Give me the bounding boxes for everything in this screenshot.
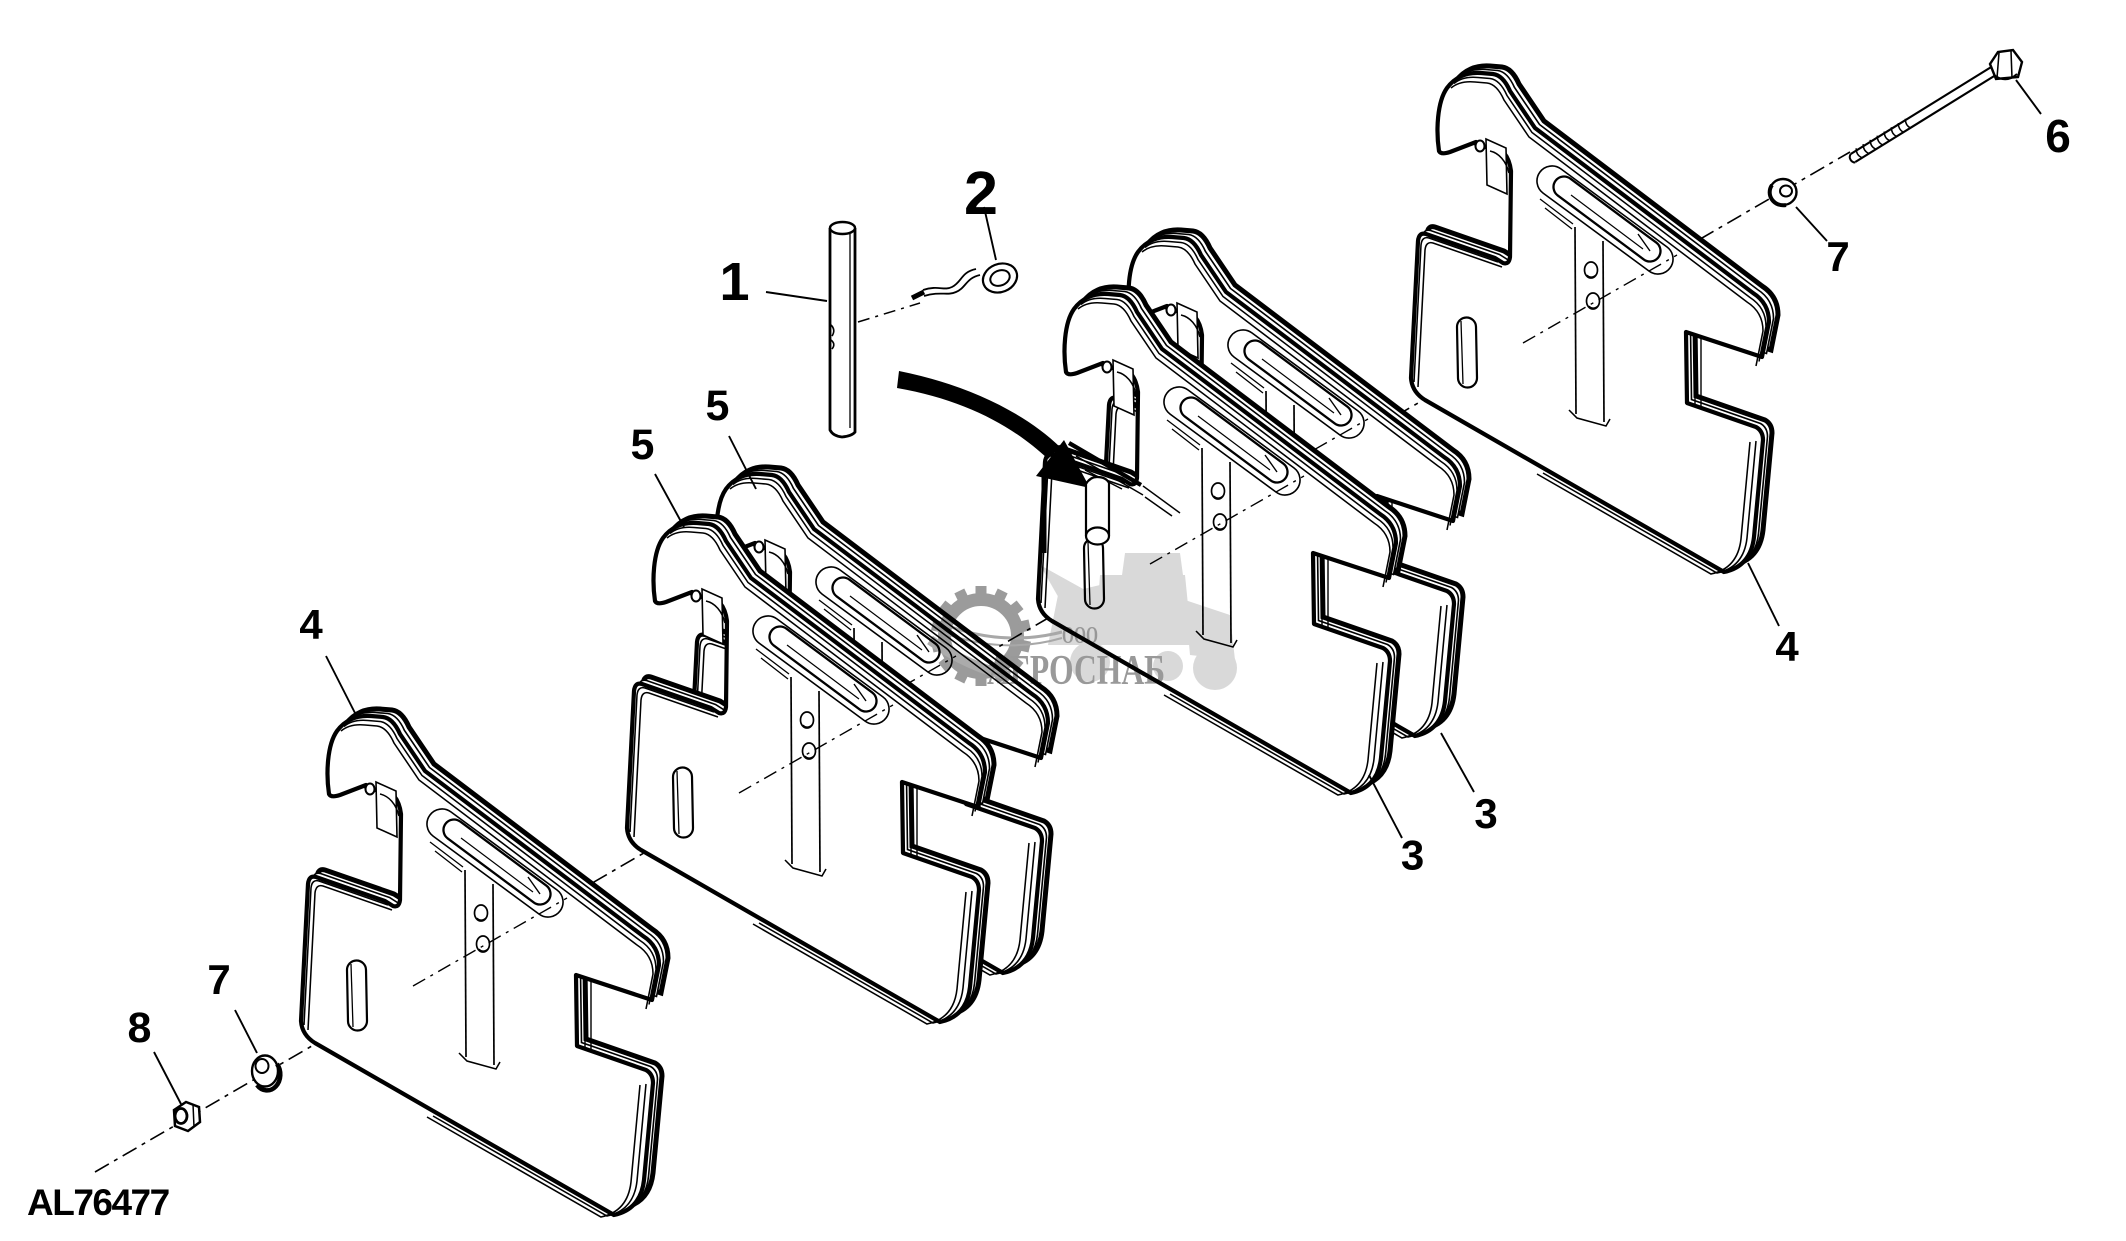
svg-text:3: 3	[1474, 790, 1497, 837]
svg-text:2: 2	[964, 159, 998, 227]
svg-text:6: 6	[2045, 110, 2071, 162]
svg-text:7: 7	[1826, 233, 1849, 280]
svg-text:5: 5	[631, 421, 655, 469]
svg-text:4: 4	[1775, 623, 1799, 670]
svg-text:AL76477: AL76477	[27, 1182, 169, 1223]
svg-text:1: 1	[719, 252, 749, 312]
svg-text:5: 5	[706, 382, 730, 430]
svg-text:7: 7	[207, 956, 230, 1003]
svg-text:4: 4	[299, 601, 323, 648]
svg-text:ООО: ООО	[1062, 623, 1098, 649]
svg-text:8: 8	[128, 1004, 152, 1052]
svg-text:АГРОСНАБ: АГРОСНАБ	[987, 648, 1165, 694]
svg-text:3: 3	[1401, 832, 1424, 879]
